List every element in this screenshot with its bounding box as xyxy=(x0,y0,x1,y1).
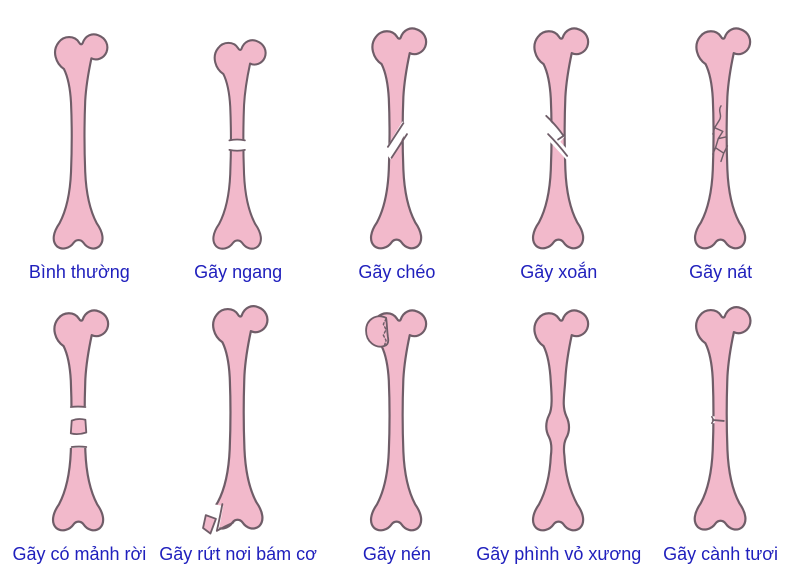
label-segmental: Gãy có mảnh rời xyxy=(12,544,147,564)
label-spiral: Gãy xoắn xyxy=(520,262,598,282)
figure-buckle-fracture: Gãy phình vỏ xương xyxy=(476,287,641,569)
label-comminuted: Gãy nát xyxy=(689,262,753,282)
figure-comminuted-fracture: Gãy nát xyxy=(641,0,800,287)
label-buckle: Gãy phình vỏ xương xyxy=(476,544,642,564)
label-avulsion: Gãy rứt nơi bám cơ xyxy=(159,544,317,564)
figure-oblique-fracture: Gãy chéo xyxy=(318,0,477,287)
comminuted-fracture-illustration xyxy=(693,27,751,250)
greenstick-fracture-illustration xyxy=(693,306,752,531)
label-compression: Gãy nén xyxy=(362,544,431,564)
figure-avulsion-fracture: Gãy rứt nơi bám cơ xyxy=(159,287,318,569)
label-normal: Bình thường xyxy=(28,262,130,282)
label-greenstick: Gãy cành tươi xyxy=(663,544,779,564)
figure-spiral-fracture: Gãy xoắn xyxy=(476,0,641,287)
avulsion-fracture-illustration xyxy=(197,305,269,537)
figure-greenstick-fracture: Gãy cành tươi xyxy=(641,287,800,569)
transverse-fracture-illustration xyxy=(212,39,267,250)
oblique-fracture-illustration xyxy=(369,27,428,250)
compression-fracture-illustration xyxy=(365,309,428,532)
label-oblique: Gãy chéo xyxy=(358,262,436,282)
spiral-fracture-illustration xyxy=(531,27,589,250)
figure-compression-fracture: Gãy nén xyxy=(318,287,477,569)
normal-bone-illustration xyxy=(53,33,109,250)
segmental-fracture-illustration xyxy=(52,309,110,532)
figure-normal-bone: Bình thường xyxy=(0,0,159,287)
figure-segmental-fracture: Gãy có mảnh rời xyxy=(0,287,159,569)
label-transverse: Gãy ngang xyxy=(194,262,283,282)
buckle-fracture-illustration xyxy=(531,309,589,532)
figure-transverse-fracture: Gãy ngang xyxy=(159,0,318,287)
